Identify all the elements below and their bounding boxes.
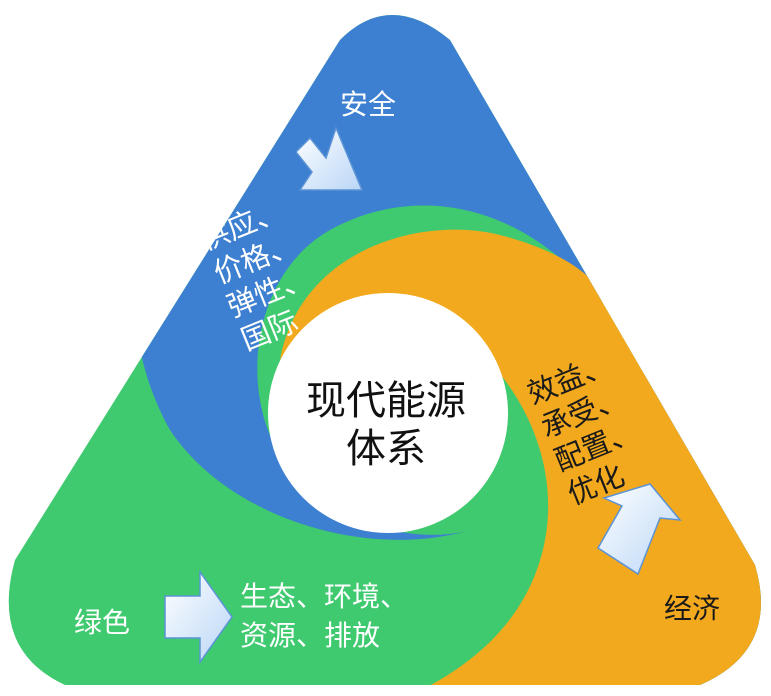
green-item: 生态、环境、	[240, 580, 408, 613]
green-title: 绿色	[74, 606, 130, 639]
safety-title: 安全	[340, 88, 396, 121]
green-right-arrow-icon	[164, 569, 233, 665]
economy-title: 经济	[664, 592, 720, 625]
economy-up-arrow-icon	[596, 483, 682, 576]
center-title-line1: 现代能源	[306, 378, 466, 424]
safety-down-arrow-icon	[294, 125, 364, 191]
green-item: 资源、排放	[240, 619, 380, 652]
center-title-line2: 体系	[346, 426, 426, 472]
economy-region	[280, 229, 761, 685]
center-circle	[268, 293, 508, 533]
